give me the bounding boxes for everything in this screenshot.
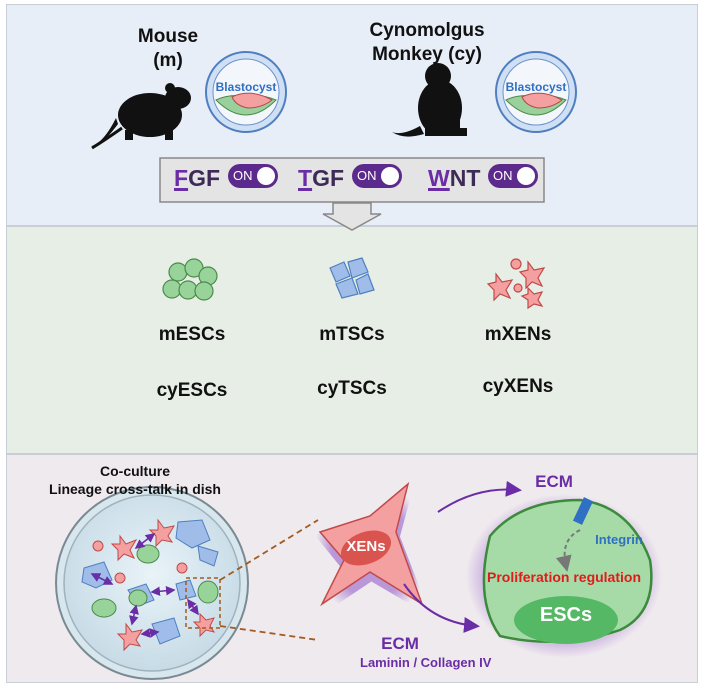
cell-line-label: cyTSCs [317,378,387,399]
blastocyst-icon [205,51,287,133]
signal-fgf: FGF [174,165,221,191]
xen-cell-icon [314,481,431,619]
mouse-silhouette-icon [91,83,191,150]
ecm-top-label: ECM [535,472,573,491]
esc-label: ESCs [539,604,593,626]
cell-line-label: cyXENs [482,376,554,397]
proliferation-label: Proliferation regulation [486,569,641,585]
wnt-toggle: ON [488,164,538,188]
fgf-toggle: ON [228,164,278,188]
blastocyst-label: Blastocyst [505,80,567,94]
signal-wnt: WNT [428,165,481,191]
coculture-subtitle: Lineage cross-talk in dish [49,481,221,497]
blastocyst-icon [495,51,577,133]
integrin-receptor-icon [572,497,594,525]
cell-line-label: mESCs [158,324,226,345]
coculture-title: Co-culture [100,463,170,479]
xen-label: XENs [346,538,386,555]
signal-tgf: TGF [298,165,345,191]
culture-dish-icon [55,486,249,680]
cell-line-label: mTSCs [319,324,385,345]
xen-cluster-icon [486,258,546,310]
tgf-toggle: ON [352,164,402,188]
monkey-label: Cynomolgus [369,20,485,41]
integrin-label: Integrin [595,532,643,547]
ecm-components-label: Laminin / Collagen IV [360,655,492,670]
monkey-label-2: Monkey (cy) [372,44,482,65]
blastocyst-label: Blastocyst [215,80,277,94]
ecm-bottom-label: ECM [381,634,419,653]
down-arrow-icon [322,202,382,231]
mouse-label: Mouse [137,26,199,47]
monkey-silhouette-icon [392,63,467,137]
esc-cluster-icon [162,258,218,301]
cell-line-label: cyESCs [156,380,228,401]
mouse-abbr: (m) [153,50,183,71]
cell-line-label: mXENs [484,324,552,345]
tsc-cluster-icon [329,257,375,299]
